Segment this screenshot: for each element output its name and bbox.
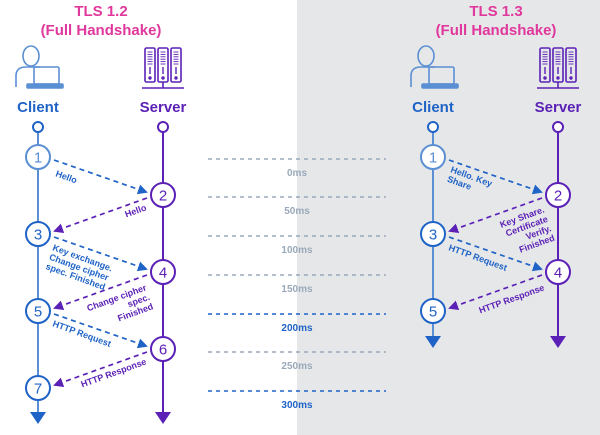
message-label: Key exchange.Change cipherspec. Finished <box>44 242 113 292</box>
step-circle <box>150 336 176 362</box>
step-number: 3 <box>34 227 42 244</box>
step-circle <box>25 221 51 247</box>
step-number: 6 <box>159 342 167 359</box>
client-start-node <box>32 121 44 133</box>
step-circle <box>420 298 446 324</box>
message-arrow <box>53 351 148 388</box>
server-rack-icon <box>142 47 184 89</box>
message-arrow <box>53 313 148 349</box>
step-circle <box>420 144 446 170</box>
client-label: Client <box>412 99 454 116</box>
message-arrow <box>448 197 543 234</box>
message-label: Hello. KeyShare <box>446 164 494 198</box>
step-node-5: 5 <box>25 298 51 324</box>
client-start-node <box>427 121 439 133</box>
step-node-5: 5 <box>420 298 446 324</box>
message-label: HTTP Response <box>478 282 546 315</box>
step-circle <box>25 298 51 324</box>
step-number: 1 <box>34 150 42 167</box>
step-number: 5 <box>429 304 437 321</box>
step-number: 3 <box>429 227 437 244</box>
step-circle <box>150 259 176 285</box>
message-arrow <box>53 274 148 311</box>
timeline: 0ms 50ms 100ms 150ms 200ms 250ms 300ms <box>208 158 386 411</box>
timeline-label: 200ms <box>281 323 313 334</box>
timeline-label: 0ms <box>287 168 307 179</box>
step-number: 5 <box>34 304 42 321</box>
step-node-1: 1 <box>25 144 51 170</box>
timeline-label: 150ms <box>281 284 313 295</box>
message-arrow <box>448 236 543 272</box>
step-node-2: 2 <box>545 182 571 208</box>
step-number: 4 <box>159 265 167 282</box>
step-node-6: 6 <box>150 336 176 362</box>
client-lifeline-arrow-icon <box>30 412 46 424</box>
message-arrow <box>53 236 148 272</box>
step-number: 4 <box>554 265 562 282</box>
server-start-node <box>552 121 564 133</box>
step-number: 7 <box>34 381 42 398</box>
step-circle <box>150 182 176 208</box>
message-label: Key Share.CertificateVerify.Finished <box>499 204 556 258</box>
timeline-label: 300ms <box>281 400 313 411</box>
user-laptop-icon <box>410 45 459 89</box>
step-node-4: 4 <box>150 259 176 285</box>
step-node-7: 7 <box>25 375 51 401</box>
message-label: HTTP Response <box>80 356 148 389</box>
server-label: Server <box>140 99 187 116</box>
step-circle <box>420 221 446 247</box>
user-laptop-icon <box>15 45 64 89</box>
tls12-panel: TLS 1.2 (Full Handshake) Client ServerHello… <box>15 3 187 424</box>
tls13-panel: TLS 1.3 (Full Handshake) Client ServerHello… <box>410 3 582 348</box>
server-lifeline-arrow-icon <box>550 336 566 348</box>
client-lifeline-arrow-icon <box>425 336 441 348</box>
step-circle <box>545 259 571 285</box>
server-lifeline-arrow-icon <box>155 412 171 424</box>
message-arrow <box>53 159 148 195</box>
server-label: Server <box>535 99 582 116</box>
step-number: 2 <box>554 188 562 205</box>
timeline-label: 50ms <box>284 206 310 217</box>
step-node-1: 1 <box>420 144 446 170</box>
timeline-label: 250ms <box>281 361 313 372</box>
step-node-4: 4 <box>545 259 571 285</box>
timeline-label: 100ms <box>281 245 313 256</box>
step-node-2: 2 <box>150 182 176 208</box>
step-number: 1 <box>429 150 437 167</box>
client-label: Client <box>17 99 59 116</box>
panel-subtitle: (Full Handshake) <box>41 22 162 39</box>
step-circle <box>545 182 571 208</box>
step-node-3: 3 <box>25 221 51 247</box>
message-label: Hello <box>54 168 79 185</box>
step-circle <box>25 144 51 170</box>
step-node-3: 3 <box>420 221 446 247</box>
panel-subtitle: (Full Handshake) <box>436 22 557 39</box>
message-arrow <box>448 159 543 195</box>
server-rack-icon <box>537 47 579 89</box>
server-start-node <box>157 121 169 133</box>
message-arrow <box>53 197 148 234</box>
panel-title: TLS 1.2 <box>74 3 127 20</box>
message-arrow <box>448 274 543 311</box>
message-label: Change cipherspec.Finished <box>86 282 155 332</box>
step-number: 2 <box>159 188 167 205</box>
step-circle <box>25 375 51 401</box>
panel-title: TLS 1.3 <box>469 3 522 20</box>
